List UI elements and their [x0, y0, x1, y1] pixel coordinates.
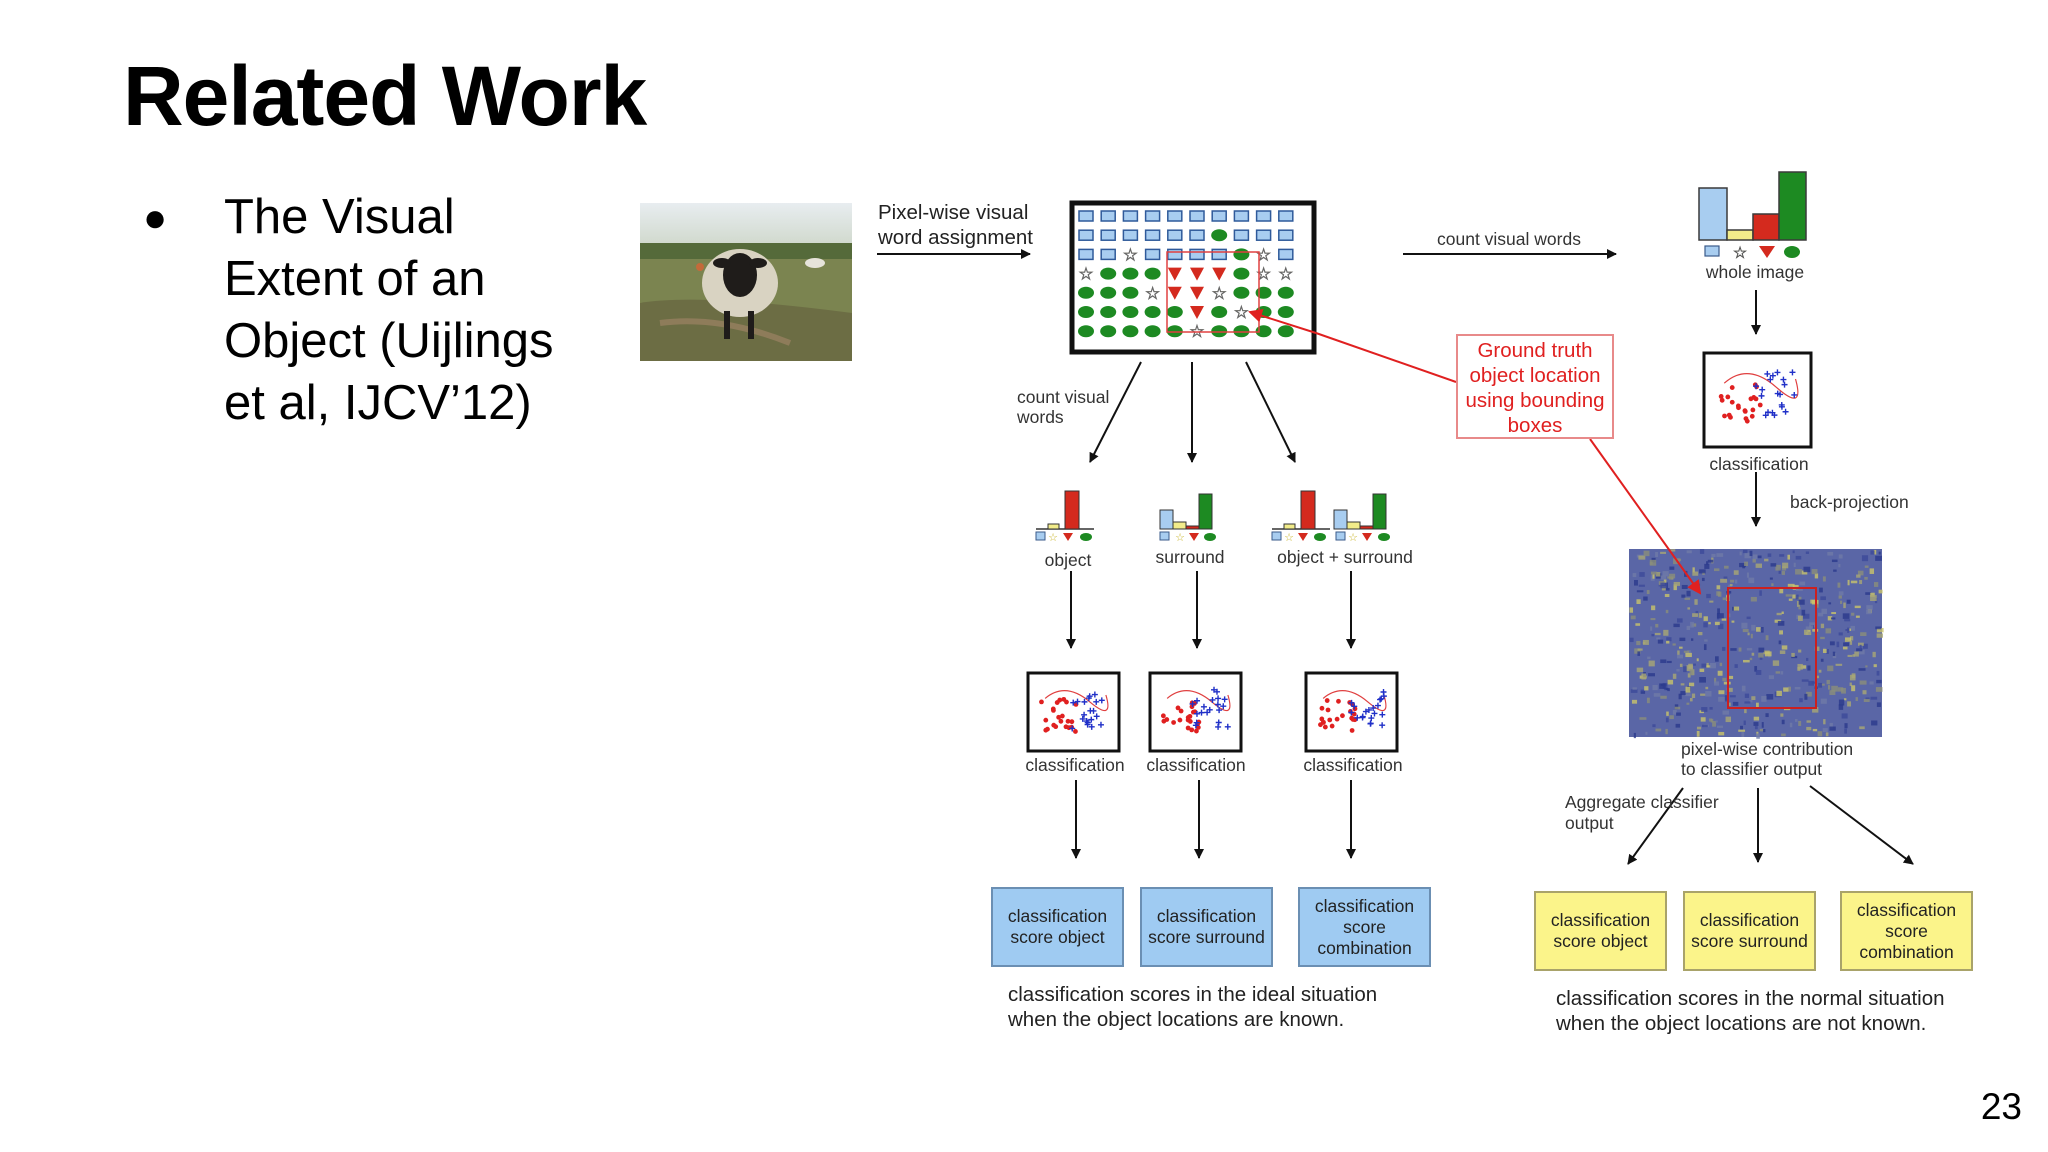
classification-label-3: classification	[1303, 755, 1403, 775]
ground-truth-line-3: using bounding	[1465, 389, 1605, 412]
yellow-score-surround-line-1: classification	[1699, 910, 1800, 930]
svg-text:☆: ☆	[1733, 245, 1747, 262]
svg-text:☆: ☆	[1145, 284, 1160, 303]
count-visual-words-left-label-2: words	[1017, 407, 1064, 427]
svg-text:☆: ☆	[1048, 532, 1058, 544]
classification-label-whole: classification	[1709, 454, 1809, 474]
caption-normal-line-1: classification scores in the normal situ…	[1556, 987, 1945, 1010]
count-visual-words-top-label: count visual words	[1437, 229, 1581, 249]
bullet-line-4: et al, IJCV’12)	[224, 376, 532, 430]
hist-object-surround-label: object + surround	[1277, 547, 1413, 567]
classification-label-1: classification	[1025, 755, 1125, 775]
svg-text:☆: ☆	[1234, 303, 1249, 322]
histogram-object-surround: ☆ ☆	[1271, 490, 1390, 544]
visual-word-grid: ☆☆☆☆☆☆☆☆☆	[1069, 200, 1317, 355]
ground-truth-annotation: Ground truth object location using bound…	[1456, 334, 1614, 439]
classification-label-2: classification	[1146, 755, 1246, 775]
slide-title: Related Work	[123, 49, 647, 143]
ground-truth-line-1: Ground truth	[1477, 339, 1593, 362]
pixel-contribution-label-2: to classifier output	[1681, 759, 1823, 779]
yellow-score-combination-line-3: combination	[1859, 941, 1954, 962]
hist-object-label: object	[1044, 550, 1092, 570]
hist-surround-label: surround	[1155, 547, 1225, 567]
svg-text:☆: ☆	[1348, 532, 1358, 544]
svg-text:☆: ☆	[1123, 245, 1138, 264]
blue-score-surround-line-2: score surround	[1148, 927, 1265, 947]
svg-text:☆: ☆	[1284, 532, 1294, 544]
bullet-line-1: The Visual	[224, 190, 455, 244]
bullet-line-3: Object (Uijlings	[224, 314, 554, 368]
sheep-photo	[640, 203, 852, 361]
count-visual-words-left-label-1: count visual	[1017, 387, 1110, 407]
pixel-assignment-label-2: word assignment	[878, 226, 1033, 249]
blue-score-combination-line-1: classification	[1314, 895, 1415, 916]
yellow-score-object-line-2: score object	[1553, 931, 1648, 951]
bullet-icon: ●	[143, 196, 168, 240]
blue-score-combination-line-2: score	[1343, 916, 1386, 937]
yellow-score-combination-line-2: score	[1885, 920, 1928, 941]
yellow-score-combination-line-1: classification	[1856, 899, 1957, 920]
blue-score-combination-line-3: combination	[1317, 937, 1412, 958]
caption-ideal-line-1: classification scores in the ideal situa…	[1008, 983, 1378, 1006]
histogram-icon: ☆	[1698, 171, 1807, 262]
page-number: 23	[1980, 1086, 2022, 1127]
svg-text:☆: ☆	[1078, 265, 1093, 284]
histogram-object: ☆	[1035, 490, 1094, 544]
ground-truth-line-4: boxes	[1507, 414, 1563, 437]
caption-normal-line-2: when the object locations are not known.	[1556, 1012, 1927, 1035]
scatter-plot-icon	[1702, 351, 1813, 449]
yellow-score-surround-line-2: score surround	[1691, 931, 1808, 951]
svg-text:☆: ☆	[1278, 265, 1293, 284]
caption-ideal-line-2: when the object locations are known.	[1008, 1008, 1345, 1031]
aggregate-label-2: output	[1565, 813, 1614, 833]
blue-score-object-line-2: score object	[1010, 927, 1105, 947]
back-projection-label: back-projection	[1790, 492, 1909, 512]
svg-text:☆: ☆	[1175, 532, 1185, 544]
bullet-line-2: Extent of an	[224, 252, 486, 306]
whole-image-label: whole image	[1705, 262, 1805, 282]
aggregate-label-1: Aggregate classifier	[1565, 792, 1719, 812]
svg-text:☆: ☆	[1212, 284, 1227, 303]
yellow-score-object-line-1: classification	[1550, 910, 1651, 930]
histogram-surround: ☆	[1159, 493, 1216, 544]
pixel-contribution-label-1: pixel-wise contribution	[1681, 739, 1854, 759]
heatmap-image	[1629, 549, 1884, 739]
blue-score-object-line-1: classification	[1007, 906, 1108, 926]
pixel-assignment-label-1: Pixel-wise visual	[878, 201, 1029, 224]
blue-score-surround-line-1: classification	[1156, 906, 1257, 926]
ground-truth-line-2: object location	[1469, 364, 1601, 387]
